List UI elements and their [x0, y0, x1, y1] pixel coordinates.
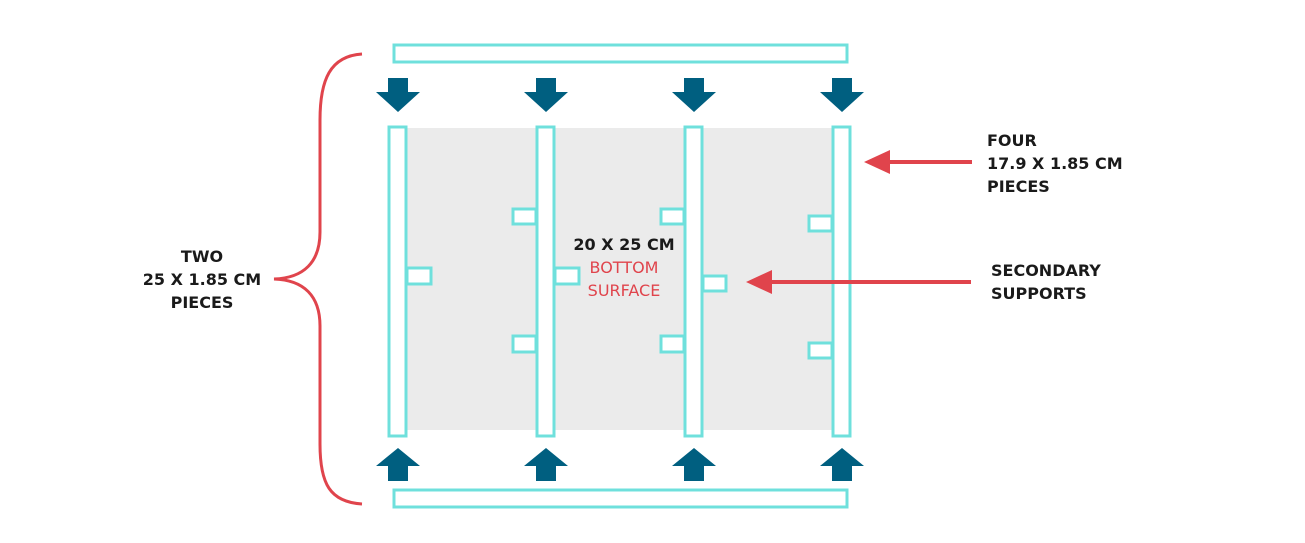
secondary-support	[807, 341, 834, 360]
pointer-arrow-left-icon	[746, 270, 772, 294]
surface-name-line1: BOTTOM	[589, 258, 659, 277]
top-long-board	[392, 43, 849, 64]
pointer-arrow-shaft	[763, 280, 971, 284]
bottom-long-board	[392, 488, 849, 509]
secondary-support	[405, 266, 433, 286]
arrow-up-icon	[376, 448, 420, 481]
secondary-support	[807, 214, 834, 233]
secondary-support	[659, 334, 686, 354]
surface-name-line2: SURFACE	[587, 281, 661, 300]
vertical-piece-2	[535, 125, 556, 438]
surface-label: 20 X 25 CM BOTTOM SURFACE	[556, 233, 692, 302]
arrow-down-icon	[820, 78, 864, 112]
curly-brace-icon	[273, 52, 363, 506]
surface-size: 20 X 25 CM	[573, 235, 675, 254]
secondary-support	[553, 266, 581, 286]
secondary-support	[511, 334, 538, 354]
pointer-arrow-left-icon	[864, 150, 890, 174]
arrow-up-icon	[672, 448, 716, 481]
secondary-support	[511, 207, 538, 226]
bottom-surface	[396, 128, 848, 430]
arrow-up-icon	[524, 448, 568, 481]
two-pieces-label: TWO 25 X 1.85 CM PIECES	[142, 247, 262, 312]
four-pieces-label: FOUR 17.9 X 1.85 CM PIECES	[987, 131, 1123, 196]
vertical-piece-1	[387, 125, 408, 438]
arrow-down-icon	[376, 78, 420, 112]
arrow-up-icon	[820, 448, 864, 481]
secondary-supports-label: SECONDARY SUPPORTS	[991, 261, 1101, 303]
arrow-down-icon	[524, 78, 568, 112]
secondary-support	[659, 207, 686, 226]
secondary-support	[701, 274, 728, 293]
arrow-down-icon	[672, 78, 716, 112]
pointer-arrow-shaft	[882, 160, 972, 164]
